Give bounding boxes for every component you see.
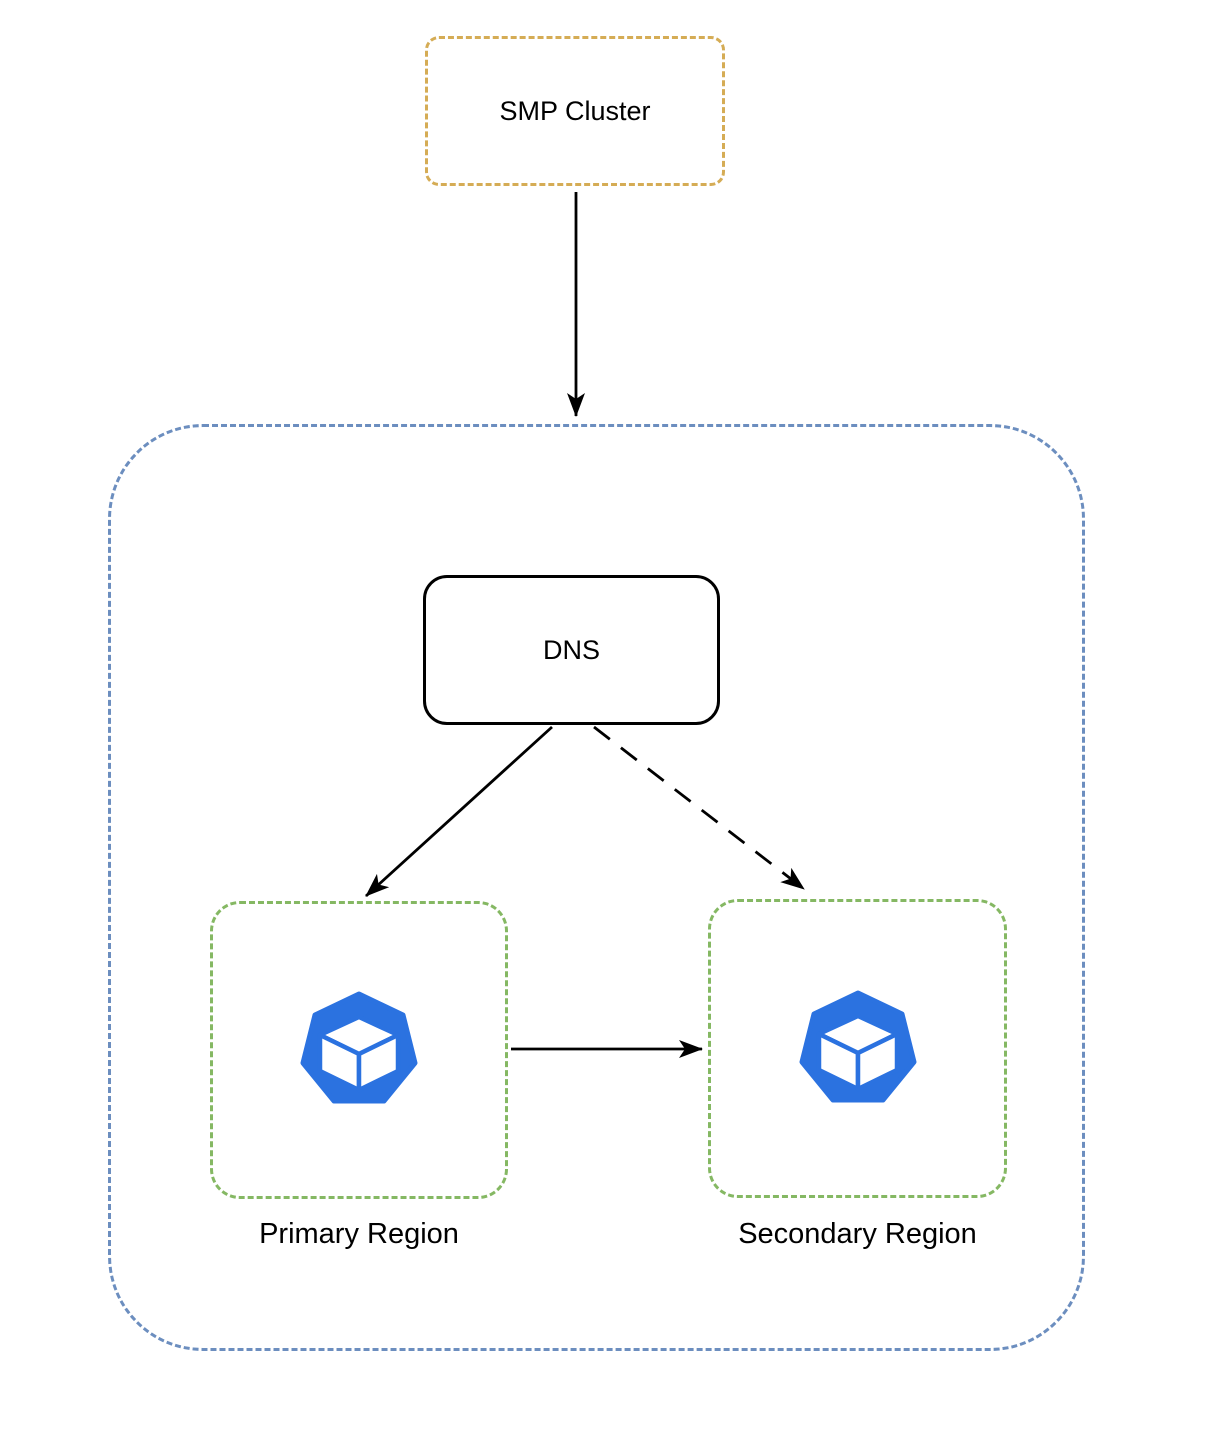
cluster-cube-icon xyxy=(300,991,418,1104)
primary-region-label: Primary Region xyxy=(259,1218,459,1250)
node-smp-cluster: SMP Cluster xyxy=(425,36,725,186)
node-primary-region xyxy=(210,901,508,1199)
node-dns: DNS xyxy=(423,575,720,725)
cluster-cube-icon xyxy=(799,990,916,1102)
node-smp-cluster-label: SMP Cluster xyxy=(499,95,651,126)
node-dns-label: DNS xyxy=(542,634,600,665)
node-secondary-region xyxy=(708,899,1007,1198)
routing-zone-container xyxy=(108,424,1085,1351)
secondary-region-label: Secondary Region xyxy=(738,1218,977,1250)
